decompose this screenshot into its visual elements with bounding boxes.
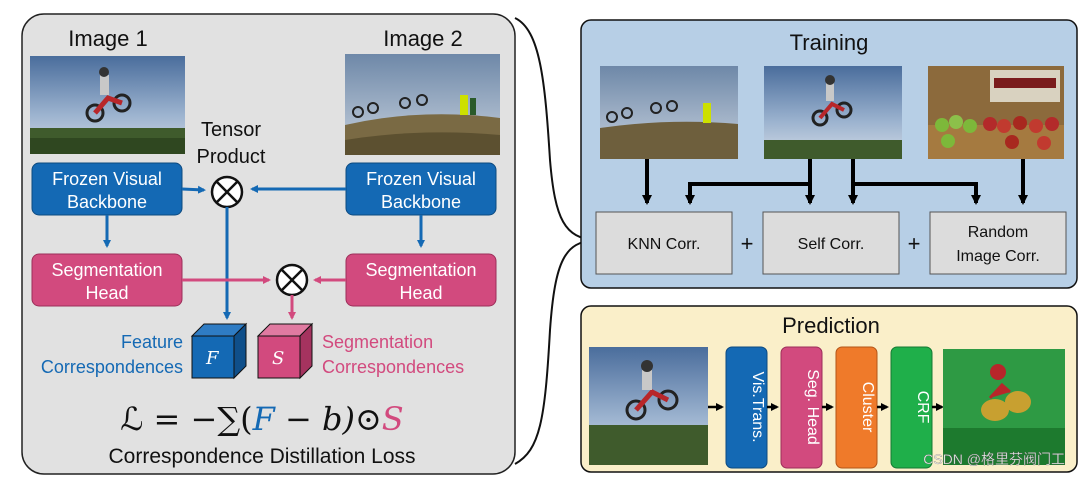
stage-vis-trans: Vis.Trans. (725, 346, 768, 469)
prediction-panel: Prediction Vis.Trans. Seg. Head Cluster … (580, 305, 1078, 473)
loss-caption: Correspondence Distillation Loss (109, 445, 416, 468)
prediction-title: Prediction (782, 313, 880, 338)
seg-correspondences-line2: Correspondences (322, 357, 464, 377)
loss-formula-middle: − b)⊙ (275, 400, 382, 438)
seg-head-right: Segmentation Head (345, 253, 497, 307)
image2-photo (345, 54, 500, 155)
feature-correspondences-line1: Feature (121, 332, 183, 352)
self-corr-box: Self Corr. (762, 211, 900, 275)
loss-formula-prefix: ℒ = −∑( (120, 400, 252, 438)
loss-formula-f: F (252, 400, 277, 438)
self-corr-label: Self Corr. (798, 236, 865, 253)
random-corr-line1: Random (968, 224, 1028, 241)
tensor-product-symbol-bottom (275, 263, 309, 297)
tensor-product-symbol-top (210, 175, 244, 209)
image1-label: Image 1 (68, 26, 148, 51)
arrow-img2-to-random (851, 159, 981, 205)
seg-cube-letter: S (272, 348, 284, 369)
seg-head-left: Segmentation Head (31, 253, 183, 307)
stage-vis-trans-label: Vis.Trans. (749, 371, 766, 442)
feature-cube: F (190, 322, 248, 380)
stage-seg-head: Seg. Head (780, 346, 823, 469)
plus-1: + (741, 231, 754, 256)
stage-cluster: Cluster (835, 346, 878, 469)
arrow-img2-to-knn (685, 159, 812, 205)
prediction-input-image (589, 347, 708, 465)
backbone-right-line1: Frozen Visual (366, 169, 476, 189)
tensor-product-label-line2: Product (197, 146, 266, 168)
prediction-output-segmentation (943, 349, 1065, 465)
stage-seg-head-label: Seg. Head (804, 369, 821, 445)
loss-formula: ℒ = −∑(F − b)⊙S (120, 400, 403, 438)
knn-corr-box: KNN Corr. (595, 211, 733, 275)
stage-crf-label: CRF (914, 391, 931, 424)
seg-head-left-line2: Head (85, 283, 128, 303)
stage-crf: CRF (890, 346, 933, 469)
training-title: Training (790, 30, 869, 55)
random-corr-line2: Image Corr. (956, 248, 1040, 265)
seg-head-left-line1: Segmentation (51, 260, 162, 280)
backbone-left-line2: Backbone (67, 192, 147, 212)
frozen-backbone-left: Frozen Visual Backbone (31, 162, 183, 216)
feature-correspondences-line2: Correspondences (41, 357, 183, 377)
loss-formula-s: S (382, 400, 404, 438)
segmentation-cube: S (256, 322, 314, 380)
frozen-backbone-right: Frozen Visual Backbone (345, 162, 497, 216)
knn-corr-label: KNN Corr. (628, 236, 701, 253)
backbone-right-line2: Backbone (381, 192, 461, 212)
stage-cluster-label: Cluster (859, 382, 876, 433)
image1-photo (30, 56, 185, 154)
plus-2: + (908, 231, 921, 256)
image2-label: Image 2 (383, 26, 463, 51)
seg-head-right-line2: Head (399, 283, 442, 303)
feature-cube-letter: F (205, 348, 220, 369)
training-image-3 (928, 66, 1064, 159)
tensor-product-label-line1: Tensor (201, 119, 261, 141)
seg-correspondences-line1: Segmentation (322, 332, 433, 352)
seg-head-right-line1: Segmentation (365, 260, 476, 280)
random-image-corr-box: Random Image Corr. (929, 211, 1067, 275)
correspondence-distillation-panel: Image 1 Image 2 Tensor Product (21, 13, 516, 475)
watermark: CSDN @格里芬阀门工 (923, 451, 1065, 467)
backbone-left-line1: Frozen Visual (52, 169, 162, 189)
training-panel: Training (580, 19, 1078, 289)
arrow-backbone-left-to-tensor (181, 185, 206, 194)
training-image-1 (600, 66, 738, 159)
training-image-2 (764, 66, 902, 159)
